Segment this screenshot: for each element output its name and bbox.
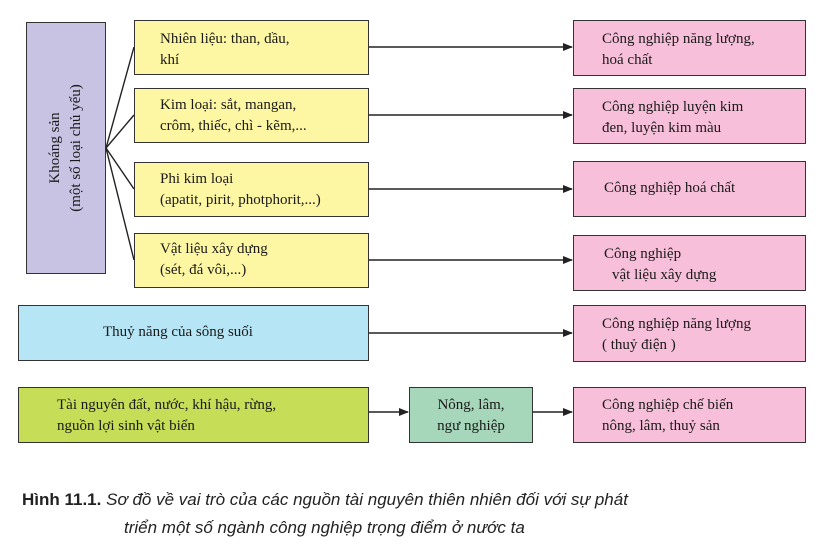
fan-line-nonmetal [105,147,135,190]
source-fuel-box: Nhiên liệu: than, dầu, khí [134,20,369,75]
source-fuel-line2: khí [160,52,180,68]
agriculture-line2: ngư nghiệp [437,418,505,434]
source-land-line1: Tài nguyên đất, nước, khí hậu, rừng, [57,397,277,413]
industry-metallurgy-box: Công nghiệp luyện kim đen, luyện kim màu [573,88,806,144]
industry-hydropower-box: Công nghiệp năng lượng ( thuỷ điện ) [573,305,806,362]
source-hydro-line1: Thuỷ năng của sông suối [103,324,253,340]
caption-label: Hình 11.1. [22,490,102,509]
industry-metallurgy-line1: Công nghiệp luyện kim [602,99,744,115]
industry-hydropower-line1: Công nghiệp năng lượng [602,316,751,332]
mineral-resources-box: Khoáng sản (một số loại chủ yếu) [26,22,106,274]
industry-construction-materials-box: Công nghiệp vật liệu xây dựng [573,235,806,291]
industry-chemical-line1: Công nghiệp hoá chất [604,180,736,196]
source-land-box: Tài nguyên đất, nước, khí hậu, rừng, ngu… [18,387,369,443]
source-nonmetal-line1: Phi kim loại [160,171,234,187]
source-nonmetal-box: Phi kim loại (apatit, pirit, photphorit,… [134,162,369,217]
mineral-resources-label: Khoáng sản (một số loại chủ yếu) [45,84,87,211]
industry-processing-line2: nông, lâm, thuỷ sản [602,418,720,434]
source-hydro-box: Thuỷ năng của sông suối [18,305,369,361]
industry-energy-chemical-line1: Công nghiệp năng lượng, [602,31,755,47]
source-construction-line1: Vật liệu xây dựng [160,241,268,257]
fan-line-metal [105,114,135,149]
mineral-title: Khoáng sản [47,112,63,184]
agriculture-line1: Nông, lâm, [437,397,505,413]
fan-line-fuel [105,46,135,149]
figure-caption: Hình 11.1. Sơ đồ về vai trò của các nguồ… [22,486,822,542]
industry-metallurgy-line2: đen, luyện kim màu [602,120,722,136]
industry-processing-line1: Công nghiệp chế biến [602,397,734,413]
source-nonmetal-line2: (apatit, pirit, photphorit,...) [160,192,321,208]
source-land-line2: nguồn lợi sinh vật biển [57,418,195,434]
industry-energy-chemical-line2: hoá chất [602,52,653,68]
industry-energy-chemical-box: Công nghiệp năng lượng, hoá chất [573,20,806,76]
industry-construction-line2: vật liệu xây dựng [612,267,717,283]
industry-chemical-box: Công nghiệp hoá chất [573,161,806,217]
mineral-subtitle: (một số loại chủ yếu) [68,84,84,212]
caption-line1: Sơ đồ về vai trò của các nguồn tài nguyê… [106,490,628,509]
industry-construction-line1: Công nghiệp [604,246,682,262]
source-metal-line1: Kim loại: sắt, mangan, [160,97,297,113]
source-construction-box: Vật liệu xây dựng (sét, đá vôi,...) [134,233,369,288]
caption-line2: triển một số ngành công nghiệp trọng điể… [124,518,525,537]
agriculture-forestry-fishery-box: Nông, lâm, ngư nghiệp [409,387,533,443]
fan-line-construction [105,147,135,261]
source-metal-line2: crôm, thiếc, chì - kẽm,... [160,118,307,134]
industry-hydropower-line2: ( thuỷ điện ) [602,337,676,353]
connector-lines [105,43,573,416]
source-construction-line2: (sét, đá vôi,...) [160,262,247,278]
source-metal-box: Kim loại: sắt, mangan, crôm, thiếc, chì … [134,88,369,143]
source-fuel-line1: Nhiên liệu: than, dầu, [160,31,290,47]
industry-processing-box: Công nghiệp chế biến nông, lâm, thuỷ sản [573,387,806,443]
